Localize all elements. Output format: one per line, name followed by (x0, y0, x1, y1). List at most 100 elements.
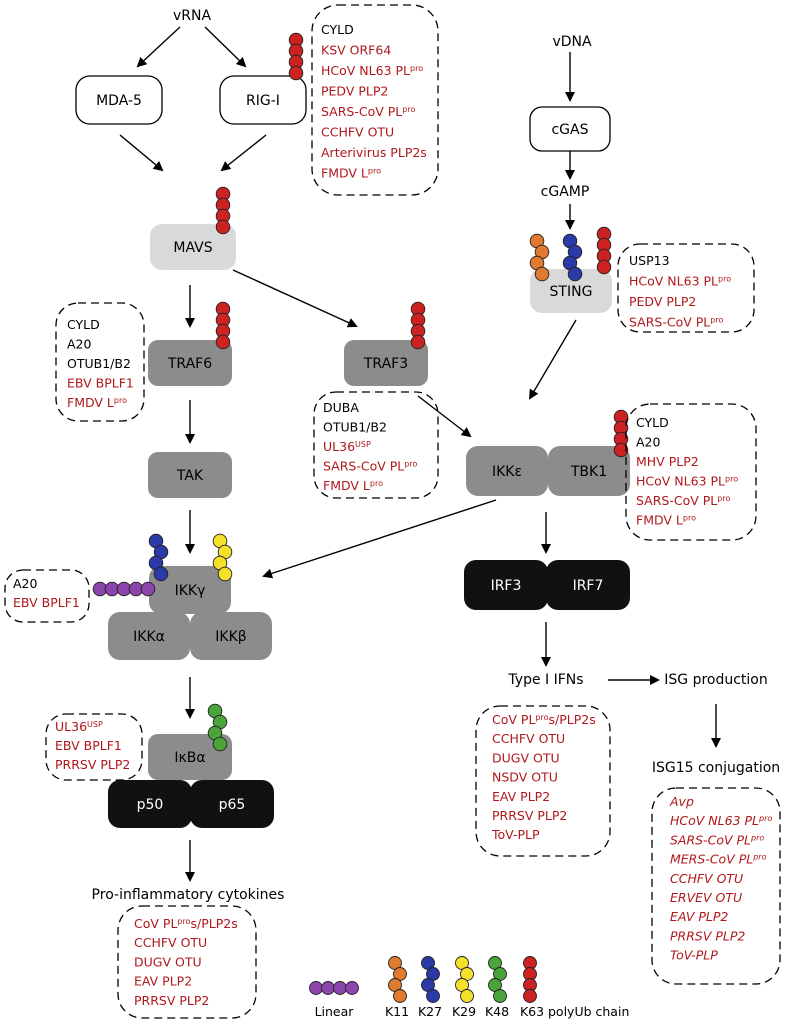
viral-dub-name: ERVEV OTU (670, 890, 742, 905)
k63-chain-sting (596, 226, 612, 275)
arrow-traf3-ikke (417, 395, 472, 438)
legend-bead (426, 989, 440, 1003)
viral-dub-sup: pro (370, 479, 383, 488)
k27-chain-sting (562, 233, 583, 282)
arrow-mavs-traf3 (232, 269, 358, 328)
ubiquitin-bead (410, 334, 426, 350)
viral-dub-name: HCoV NL63 PL (670, 813, 759, 828)
viral-dub-name: FMDV L (636, 513, 683, 528)
viral-dub-name: SARS-CoV PL (629, 315, 710, 330)
viral-dub: SARS-CoV PLpro (636, 493, 730, 508)
viral-dub: EBV BPLF1 (67, 376, 134, 391)
node-sting: STING (530, 269, 612, 313)
viral-dub-name: EAV PLP2 (492, 789, 550, 804)
linear-chain-ikkg (92, 581, 156, 597)
legend-label: K27 (418, 1004, 442, 1019)
arrow-vrna-mda5 (136, 26, 181, 68)
viral-dub: MERS-CoV PLpro (670, 852, 767, 867)
viral-dub-name: Arterivirus PLP2s (321, 145, 427, 160)
ubiquitin-bead (613, 442, 629, 458)
isg-production-label: ISG production (664, 672, 768, 688)
viral-dub-name: SARS-CoV PL (323, 459, 404, 474)
k63-chain-tbk1 (613, 409, 629, 458)
viral-dub: SARS-CoV PLpro (321, 104, 415, 119)
host-dub: DUBA (323, 400, 359, 415)
host-dub: OTUB1/B2 (323, 420, 387, 435)
dub-box-ikba (45, 713, 143, 781)
arrow-rigi-mavs (220, 134, 267, 172)
svg-text:IKKε: IKKε (492, 464, 522, 480)
viral-dub-sup: pro (410, 64, 423, 73)
node-ikkg: IKKγ (149, 566, 231, 614)
legend-bead (309, 981, 323, 995)
viral-dub: ToV-PLP (491, 827, 540, 842)
legend-item-k11: K11 (385, 956, 409, 1019)
node-tbk1: TBK1 (548, 446, 630, 496)
viral-dub: PEDV PLP2 (629, 294, 696, 309)
viral-dub: SARS-CoV PLpro (323, 459, 417, 474)
node-traf3: TRAF3 (344, 340, 428, 386)
viral-dub: FMDV Lpro (323, 478, 383, 493)
node-tak: TAK (148, 452, 232, 498)
viral-dub-name: EBV BPLF1 (55, 738, 122, 753)
vrna-label: vRNA (173, 8, 211, 24)
viral-dub: CCHFV OTU (670, 871, 743, 886)
legend-item-k27: K27 (418, 956, 442, 1019)
node-ikke: IKKε (466, 446, 548, 496)
legend-label: K29 (452, 1004, 476, 1019)
viral-dub: DUGV OTU (492, 750, 560, 765)
host-dub: A20 (636, 435, 661, 450)
svg-text:STING: STING (550, 284, 593, 300)
viral-dub: CoV PLpros/PLP2s (492, 712, 596, 727)
node-ikba: IκBα (148, 734, 232, 780)
viral-dub-name: CCHFV OTU (321, 125, 394, 140)
ubiquitin-bead (534, 266, 550, 282)
viral-dub: FMDV Lpro (636, 513, 696, 528)
ubiquitin-bead (153, 566, 169, 582)
legend-item-linear: Linear (309, 981, 359, 1019)
ubiquitin-bead (288, 65, 304, 81)
ubiquitin-bead (215, 219, 231, 235)
node-ikka: IKKα (108, 612, 190, 660)
k63-chain-rigi (288, 32, 304, 81)
viral-dub: Avp (669, 794, 694, 809)
legend-bead (333, 981, 347, 995)
viral-dub-sup: pro (535, 713, 548, 722)
legend-item-k29: K29 (452, 956, 476, 1019)
viral-dub-name: ToV-PLP (491, 827, 540, 842)
host-dub: A20 (13, 576, 38, 591)
ubiquitin-bead (140, 581, 156, 597)
viral-dub: PRRSV PLP2 (492, 808, 567, 823)
svg-text:TRAF6: TRAF6 (167, 356, 212, 372)
dub-box-sting (617, 243, 755, 333)
node-mavs: MAVS (150, 224, 236, 270)
viral-dub-name: KSV ORF64 (321, 43, 391, 58)
svg-text:IKKα: IKKα (133, 629, 165, 645)
viral-dub-name: UL36 (323, 439, 355, 454)
k27-chain-ikkg (148, 533, 169, 582)
k11-chain-sting (529, 233, 550, 282)
viral-dub: KSV ORF64 (321, 43, 391, 58)
viral-dub-sup: pro (752, 852, 766, 861)
viral-dub: EAV PLP2 (670, 909, 728, 924)
arrow-mda5-mavs (119, 134, 164, 172)
node-p65: p65 (190, 780, 274, 828)
host-dub: USP13 (629, 253, 670, 268)
viral-dub-suffix: s/PLP2s (191, 916, 238, 931)
viral-dub-sup: USP (87, 720, 103, 729)
ubiquitin-bead (212, 736, 228, 752)
node-rigi: RIG-I (219, 75, 307, 125)
viral-dub: EAV PLP2 (134, 974, 192, 989)
viral-dub-sup: pro (758, 814, 772, 823)
dub-box-rigi (311, 4, 439, 196)
viral-dub: EBV BPLF1 (13, 595, 80, 610)
dub-box-isg15 (651, 787, 781, 985)
viral-dub-sup: pro (717, 494, 730, 503)
dub-box-cytokines (117, 905, 257, 1019)
arrow-sting-ikke (528, 319, 577, 400)
viral-dub: MHV PLP2 (636, 454, 699, 469)
